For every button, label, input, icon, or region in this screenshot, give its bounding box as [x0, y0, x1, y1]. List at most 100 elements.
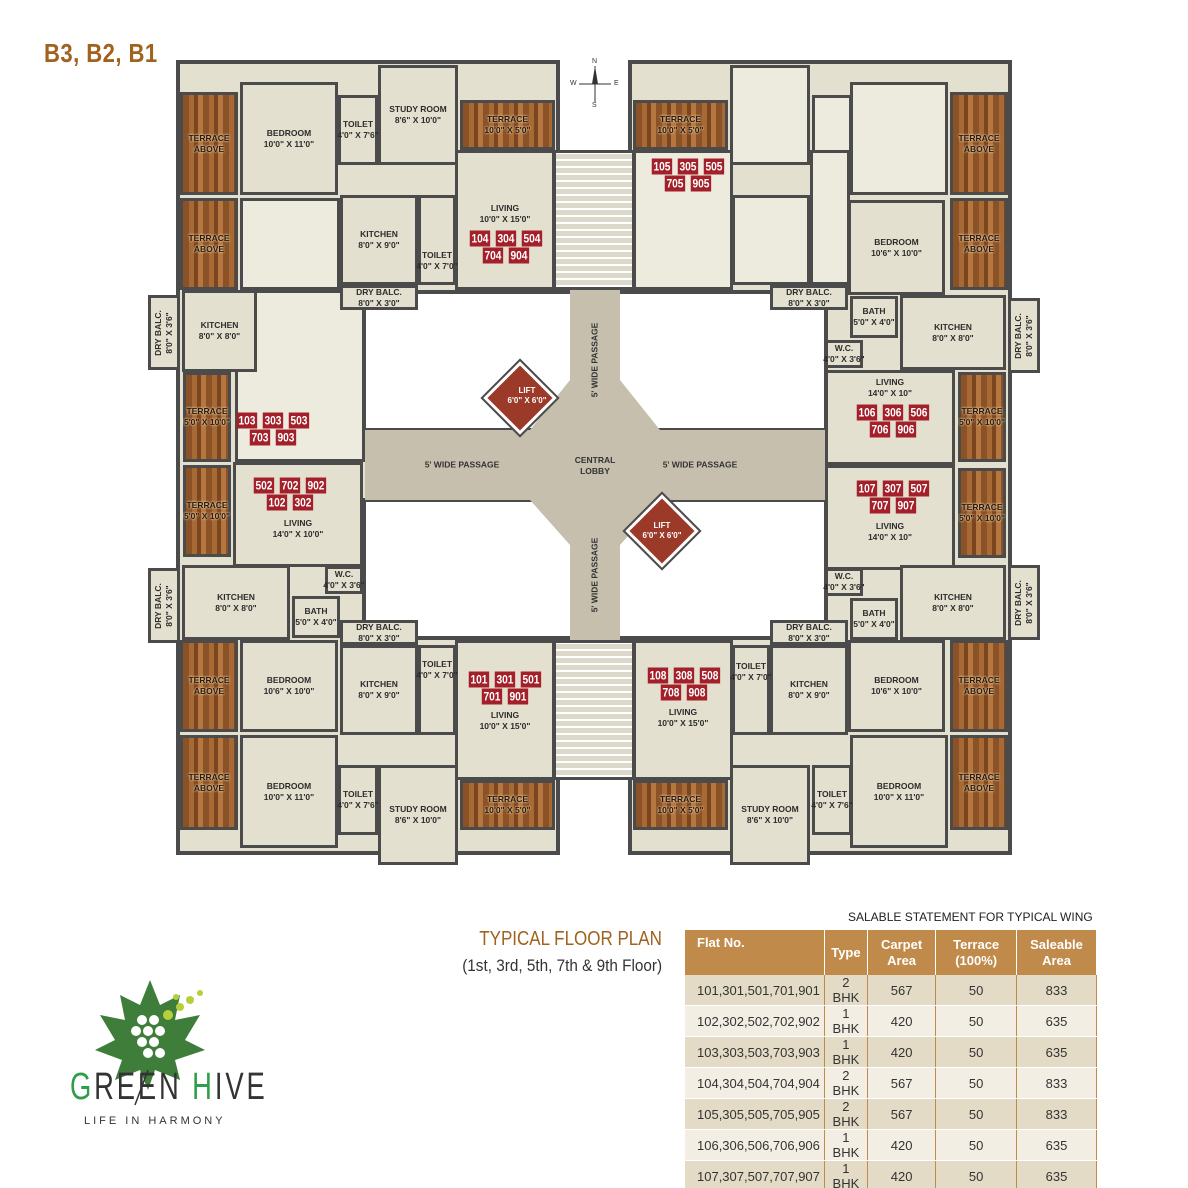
room-label: W.C.4'0" X 3'6": [823, 343, 864, 365]
terrace-terrace-above: [180, 640, 238, 732]
room-name: LIVING: [283, 518, 313, 528]
table-cell: 833: [1016, 1067, 1097, 1099]
terrace-terrace: [633, 100, 728, 150]
room-size: 8'6" X 10'0": [394, 815, 442, 825]
room-size: 8'0" X 3'6": [164, 311, 174, 354]
passage-label: 5' WIDE PASSAGE: [662, 459, 738, 470]
table-cell: 635: [1016, 1160, 1097, 1188]
flat-number-badge: 905: [690, 175, 712, 192]
flat-number-badge: 301: [494, 671, 516, 688]
room-dry-balc: [340, 285, 418, 310]
room-size: 8'0" X 3'6": [1024, 314, 1034, 357]
flat-number-badge: 504: [521, 230, 543, 247]
room-name: TOILET: [342, 789, 374, 799]
column-header: Saleable Area: [1016, 930, 1097, 975]
room-toilet: [338, 95, 378, 165]
room-bedroom: [240, 82, 338, 195]
table-cell: 102,302,502,702,902: [685, 1005, 825, 1037]
room-size: 8'6" X 10'0": [394, 115, 442, 125]
room-kitchen: [900, 565, 1006, 640]
terrace-terrace: [633, 780, 728, 830]
room-study-room: [378, 65, 458, 165]
room-name: STUDY ROOM: [389, 104, 447, 114]
room-name: KITCHEN: [360, 679, 398, 689]
room-bedroom: [848, 640, 945, 732]
room-label: W.C.4'0" X 3'6": [823, 571, 864, 593]
room-name: BEDROOM: [876, 780, 922, 791]
central-lobby: [530, 380, 660, 545]
table-cell: 1 BHK: [824, 1036, 868, 1068]
room-size: 10'6" X 10'0": [263, 686, 315, 696]
room-label: TERRACE ABOVE: [953, 133, 1005, 155]
table-cell: 50: [935, 1098, 1018, 1130]
flat-number-badge: 506: [908, 404, 930, 421]
room-dry-balc: [148, 295, 180, 370]
table-cell: 105,305,505,705,905: [685, 1098, 825, 1130]
room-dry-balc: [1008, 298, 1040, 373]
flat-number-badge: 308: [673, 667, 695, 684]
room-size: 10'0" X 11'0": [873, 791, 925, 802]
room-living: [455, 150, 555, 290]
terrace-terrace: [958, 372, 1006, 462]
table-cell: 567: [867, 975, 937, 1006]
terrace-terrace: [183, 465, 231, 557]
room-living: [633, 640, 733, 780]
room-name: TOILET: [421, 250, 453, 260]
room-w-c: [825, 340, 863, 368]
room-toilet: [732, 645, 770, 735]
terrace-terrace-above: [950, 198, 1008, 290]
plan-subtitle: (1st, 3rd, 5th, 7th & 9th Floor): [462, 956, 662, 975]
room-kitchen: [900, 295, 1006, 370]
flat-number-badge: 701: [481, 688, 503, 705]
flat-number-badge: 703: [249, 429, 271, 446]
room-study-room: [378, 765, 458, 865]
room: [240, 198, 340, 290]
table-cell: 106,306,506,706,906: [685, 1129, 825, 1161]
flat-number-badge: 502: [253, 477, 275, 494]
flat-number-badge: 503: [288, 412, 310, 429]
room-name: LIVING: [875, 377, 905, 387]
room-w-c: [325, 566, 363, 594]
room-size: 8'0" X 3'0": [358, 297, 400, 308]
room-name: KITCHEN: [217, 591, 255, 602]
room-living: [455, 640, 555, 780]
flat-number-badge: 705: [664, 175, 686, 192]
room-label: TERRACE ABOVE: [953, 675, 1005, 697]
passage-label: 5' WIDE PASSAGE: [589, 322, 600, 398]
flat-number-badge: 507: [908, 480, 930, 497]
room-size: 5'0" X 10'0": [958, 417, 1006, 427]
room-size: 8'0" X 3'6": [1024, 581, 1034, 624]
flat-number-badge: 903: [275, 429, 297, 446]
room-size: 4'0" X 3'6": [323, 580, 365, 590]
passage-label: 5' WIDE PASSAGE: [589, 537, 600, 613]
room-name: TERRACE ABOVE: [188, 675, 230, 696]
room-kitchen: [340, 645, 418, 735]
room-name: BATH: [862, 608, 886, 618]
room-size: 8'0" X 9'0": [358, 690, 400, 700]
room-kitchen: [770, 645, 848, 735]
table-cell: 635: [1016, 1129, 1097, 1161]
room-name: W.C.: [334, 569, 354, 579]
room-name: W.C.: [834, 343, 854, 353]
table-cell: 50: [935, 975, 1018, 1006]
room-size: 4'0" X 7'0": [730, 672, 772, 682]
open-court: [362, 498, 574, 640]
room-name: BATH: [304, 606, 328, 616]
room-size: 4'0" X 7'6": [811, 800, 853, 810]
